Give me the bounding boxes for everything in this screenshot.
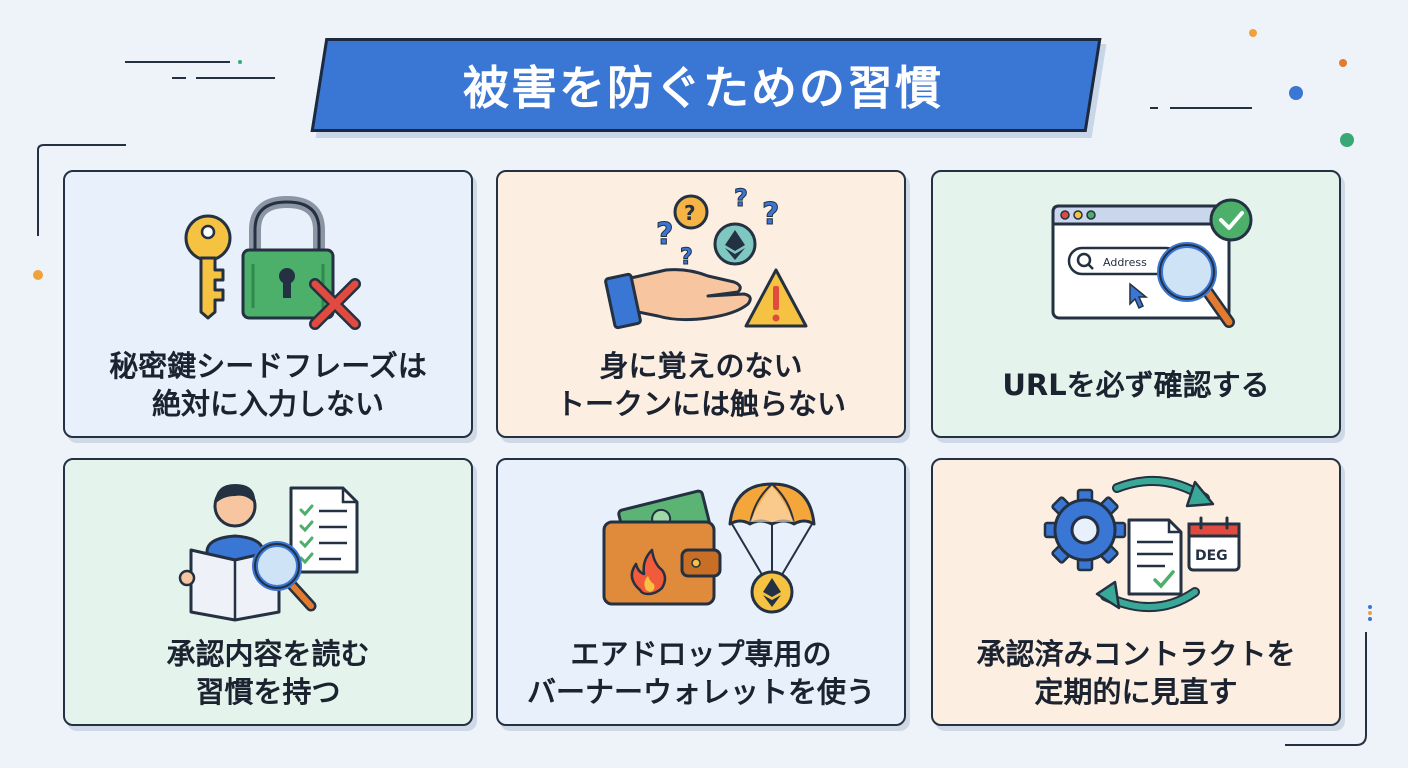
svg-text:?: ? <box>684 201 696 225</box>
card-burner-wallet: エアドロップ専用の バーナーウォレットを使う <box>496 458 906 726</box>
card-label: 身に覚えのない トークンには触らない <box>508 340 894 432</box>
label-line: 秘密鍵シードフレーズは <box>109 349 427 384</box>
label-line: URLを必ず確認する <box>1002 368 1270 403</box>
key-lock-icon <box>184 195 361 330</box>
browser-url-check-icon: Address <box>1051 198 1253 328</box>
label-line: トークンには触らない <box>555 387 846 421</box>
card-check-url: Address URLを必ず確認する <box>931 170 1341 438</box>
label-line: 身に覚えのない <box>599 349 803 384</box>
calendar-text: DEG <box>1195 548 1228 564</box>
label-line: 習慣を持つ <box>195 675 341 709</box>
card-label: URLを必ず確認する <box>943 340 1329 432</box>
card-unknown-token: ? ? ? ? ? 身に覚えのない トークンには触らない <box>496 170 906 438</box>
label-line: 承認済みコントラクトを <box>976 637 1296 672</box>
svg-text:?: ? <box>680 245 693 270</box>
gear-document-calendar-icon: DEG <box>1043 475 1241 612</box>
label-line: 定期的に見直す <box>1034 675 1238 709</box>
card-label: 承認内容を読む 習慣を持つ <box>75 628 461 720</box>
address-text: Address <box>1103 256 1147 269</box>
card-review-contracts: DEG 承認済みコントラクトを 定期的に見直す <box>931 458 1341 726</box>
label-line: エアドロップ専用の <box>570 637 832 672</box>
page-title: 被害を防ぐための習慣 <box>463 61 943 115</box>
label-line: 承認内容を読む <box>166 637 370 672</box>
wallet-airdrop-icon <box>602 482 816 614</box>
svg-text:?: ? <box>656 217 673 252</box>
card-private-key: 秘密鍵シードフレーズは 絶対に入力しない <box>63 170 473 438</box>
card-read-approval: 承認内容を読む 習慣を持つ <box>63 458 473 726</box>
card-label: エアドロップ専用の バーナーウォレットを使う <box>508 628 894 720</box>
card-label: 承認済みコントラクトを 定期的に見直す <box>943 628 1329 720</box>
svg-text:?: ? <box>734 184 748 212</box>
hand-token-warning-icon: ? ? ? ? ? <box>604 184 808 330</box>
label-line: バーナーウォレットを使う <box>526 675 875 709</box>
label-line: 絶対に入力しない <box>151 387 384 421</box>
person-reading-checklist-icon <box>178 484 359 622</box>
card-label: 秘密鍵シードフレーズは 絶対に入力しない <box>75 340 461 432</box>
svg-text:?: ? <box>762 197 779 232</box>
